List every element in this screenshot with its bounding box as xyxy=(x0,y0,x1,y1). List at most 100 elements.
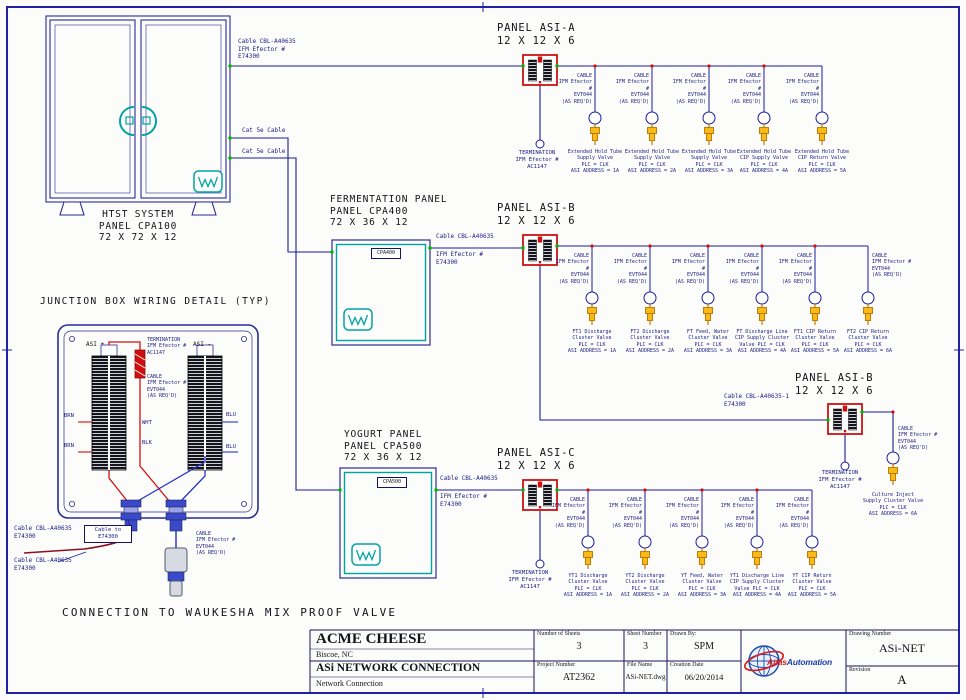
project-subtitle: Network Connection xyxy=(316,679,383,688)
wire-label-wht: WHT xyxy=(142,420,152,426)
asi-c-device-label: YT1 Discharge Cluster Valve PLC = CLK AS… xyxy=(563,573,613,599)
asi-b1-device-label: FT Discharge Line CIP Supply Cluster Val… xyxy=(734,329,790,355)
htst-cable-label: Cable CBL-A40635 IFM Efector # E74300 xyxy=(238,38,296,60)
panel-asi-a-box xyxy=(522,54,558,86)
drawno-value: ASi-NET xyxy=(879,641,925,655)
atlas-logo-globe xyxy=(743,645,785,677)
company-city: Biscoe, NC xyxy=(316,650,353,659)
asi-a-drop-cable: CABLE IFM Efector # EVT044 (AS REQ'D) xyxy=(727,73,761,105)
drawno-label: Drawing Number xyxy=(849,631,892,637)
asi-a-title: PANEL ASI-A xyxy=(497,22,576,34)
htst-title: HTST SYSTEM PANEL CPA100 72 X 72 X 12 xyxy=(98,209,178,244)
yogurt-brand-emblem xyxy=(351,543,381,566)
asi-b2-size: 12 X 12 X 6 xyxy=(795,385,874,397)
asi-b1-device-label: FT Feed, Water Cluster Valve PLC = CLK A… xyxy=(683,329,733,355)
drawnby-value: SPM xyxy=(693,641,714,652)
junction-cable-label: CABLE IFM Efector # EVT044 (AS REQ'D) xyxy=(147,374,187,400)
sheetno-value: 3 xyxy=(643,641,648,652)
network-cables xyxy=(230,65,894,560)
asi-b1-drop-cable: CABLE IFM Efector # EVT044 (AS REQ'D) xyxy=(872,253,912,279)
date-label: Creation Date xyxy=(670,662,704,668)
termination-resistor xyxy=(134,349,146,379)
asi-b1-drop-cable: CABLE IFM Efector # EVT044 (AS REQ'D) xyxy=(613,253,647,285)
asi-a-device-label: Extended Hold Tube CIP Supply Valve PLC … xyxy=(736,149,792,175)
title-block-grid xyxy=(309,629,959,693)
asi-b2-title: PANEL ASI-B xyxy=(795,372,874,384)
htst-brand-emblem xyxy=(193,170,223,193)
asi-a-device-label: Extended Hold Tube Supply Valve PLC = CL… xyxy=(681,149,737,175)
file-value: ASi-NET.dwg xyxy=(625,673,666,681)
project-title: ASi NETWORK CONNECTION xyxy=(316,662,481,674)
asi-b1-device-label: FT2 CIP Return Cluster Valve PLC = CLK A… xyxy=(843,329,893,355)
red-wires xyxy=(78,341,171,503)
mix-proof-valve-connector xyxy=(164,547,188,597)
asi-b1-drop-cable: CABLE IFM Efector # EVT044 (AS REQ'D) xyxy=(725,253,759,285)
asi-a-device-label: Extended Hold Tube CIP Return Valve PLC … xyxy=(794,149,850,175)
projno-label: Project Number xyxy=(537,662,576,668)
date-value: 06/20/2014 xyxy=(684,672,724,682)
asi-c-size: 12 X 12 X 6 xyxy=(497,460,576,472)
yogurt-panel-box xyxy=(339,467,437,579)
junction-termination-label: TERMINATION IFM Efector # AC1147 xyxy=(147,337,187,356)
asi-b2-drop-cable: CABLE IFM Efector # EVT044 (AS REQ'D) xyxy=(898,426,938,452)
asi-a-size: 12 X 12 X 6 xyxy=(497,35,576,47)
asi-b2-drop xyxy=(840,410,900,471)
asi-c-drop-cable: CABLE IFM Efector # EVT044 (AS REQ'D) xyxy=(720,497,754,529)
wire-label-blu: BLU xyxy=(226,444,236,450)
asi-b1-device-label: FT1 Discharge Cluster Valve PLC = CLK AS… xyxy=(567,329,617,355)
asi-a-drop-cable: CABLE IFM Efector # EVT044 (AS REQ'D) xyxy=(615,73,649,105)
asi-plus-label: ASI + xyxy=(86,341,105,348)
atlas-logo-atlas: Atlas xyxy=(767,657,787,667)
htst-cabinet xyxy=(45,15,231,216)
asi-b1-drop-cable: CABLE IFM Efector # EVT044 (AS REQ'D) xyxy=(778,253,812,285)
company-name: ACME CHEESE xyxy=(316,631,427,647)
asi-minus-label: ASI - xyxy=(193,341,212,348)
asi-b1-title: PANEL ASI-B xyxy=(497,202,576,214)
asi-b2-termination-label: TERMINATION IFM Efector # AC1147 xyxy=(818,470,862,491)
asi-c-title: PANEL ASI-C xyxy=(497,447,576,459)
blue-wires xyxy=(135,421,238,503)
jb-cable-b-label: Cable CBL-A40635 E74300 xyxy=(14,557,72,572)
sheetno-label: Sheet Number xyxy=(627,631,662,637)
asi-b2-feed-cable-label: Cable CBL-A40635-1 E74300 xyxy=(724,393,790,408)
asi-a-termination-label: TERMINATION IFM Efector # AC1147 xyxy=(515,150,559,171)
drawnby-label: Drawn By: xyxy=(670,631,697,637)
atlas-logo-text: AtlasAutomation xyxy=(767,657,832,667)
rev-value: A xyxy=(897,672,907,687)
connection-nodes xyxy=(228,64,864,492)
asi-c-drop-cable: CABLE IFM Efector # EVT044 (AS REQ'D) xyxy=(608,497,642,529)
asi-a-drop-cable: CABLE IFM Efector # EVT044 (AS REQ'D) xyxy=(558,73,592,105)
fermentation-tag: CPA400 xyxy=(371,248,401,259)
yogurt-cable-label: Cable CBL-A40635 xyxy=(440,475,498,482)
fermentation-panel-box xyxy=(331,239,431,346)
file-label: File Name xyxy=(627,662,653,668)
rev-label: Revision xyxy=(849,667,871,673)
wire-label-brn: BRN xyxy=(64,413,74,419)
projno-value: AT2362 xyxy=(562,672,596,683)
asi-c-device-label: YT Feed, Water Cluster Valve PLC = CLK A… xyxy=(677,573,727,599)
waukesha-caption: CONNECTION TO WAUKESHA MIX PROOF VALVE xyxy=(62,606,398,619)
jb-cable-c-label: CABLE IFM Efector # EVT044 (AS REQ'D) xyxy=(196,531,236,557)
junction-heading: JUNCTION BOX WIRING DETAIL (TYP) xyxy=(40,296,272,307)
jb-cable-to-label: Cable to E74300 xyxy=(84,525,132,544)
fermentation-brand-emblem xyxy=(343,308,373,331)
wire-label-brn: BRN xyxy=(64,443,74,449)
asi-c-drops xyxy=(535,488,819,569)
yogurt-title: YOGURT PANEL PANEL CPA500 72 X 36 X 12 xyxy=(344,429,423,464)
asi-c-device-label: YT2 Discharge Cluster Valve PLC = CLK AS… xyxy=(620,573,670,599)
wire-label-blk: BLK xyxy=(142,440,152,446)
asi-c-drop-cable: CABLE IFM Efector # EVT044 (AS REQ'D) xyxy=(551,497,585,529)
jb-cable-a-label: Cable CBL-A40635 E74300 xyxy=(14,525,72,540)
junction-box-detail xyxy=(23,324,259,597)
asi-b1-device-label: FT2 Discharge Cluster Valve PLC = CLK AS… xyxy=(625,329,675,355)
asi-b1-size: 12 X 12 X 6 xyxy=(497,215,576,227)
asi-b1-drop-cable: CABLE IFM Efector # EVT044 (AS REQ'D) xyxy=(671,253,705,285)
asi-b1-drop-cable: CABLE IFM Efector # EVT044 (AS REQ'D) xyxy=(555,253,589,285)
asi-a-drop-cable: CABLE IFM Efector # EVT044 (AS REQ'D) xyxy=(785,73,819,105)
asi-a-drop-cable: CABLE IFM Efector # EVT044 (AS REQ'D) xyxy=(672,73,706,105)
asi-c-drop-cable: CABLE IFM Efector # EVT044 (AS REQ'D) xyxy=(775,497,809,529)
asi-b2-device-label: Culture Inject Supply Cluster Valve PLC … xyxy=(862,492,924,518)
asi-c-drop-cable: CABLE IFM Efector # EVT044 (AS REQ'D) xyxy=(665,497,699,529)
